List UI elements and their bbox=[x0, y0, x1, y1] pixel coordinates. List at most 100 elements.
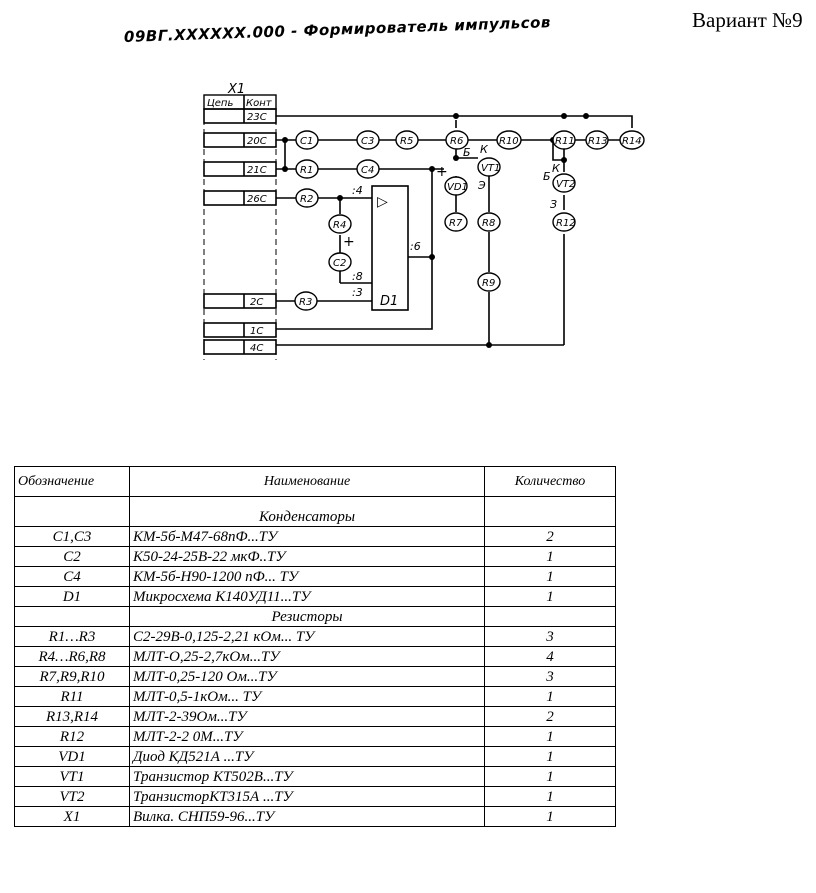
svg-text:R13: R13 bbox=[588, 136, 608, 147]
r11-symbol: R11 bbox=[552, 130, 576, 150]
svg-text:К: К bbox=[480, 143, 489, 156]
cell-quantity: 1 bbox=[484, 726, 616, 747]
svg-text:Э: Э bbox=[477, 179, 486, 192]
connector-header-circuit: Цепь bbox=[207, 98, 233, 109]
header-quantity: Количество bbox=[484, 466, 616, 497]
c4-symbol: С4 bbox=[356, 159, 380, 179]
cell-name: МЛТ-2-39Ом...ТУ bbox=[129, 706, 485, 727]
svg-text:R2: R2 bbox=[300, 194, 313, 205]
cell-quantity: 1 bbox=[484, 586, 616, 607]
cell-designator: R1…R3 bbox=[14, 626, 130, 647]
vd1-symbol: VD1 bbox=[444, 176, 468, 196]
svg-text:VD1: VD1 bbox=[447, 182, 468, 193]
svg-text:+: + bbox=[343, 234, 355, 250]
svg-text:VT2: VT2 bbox=[556, 179, 575, 190]
svg-text:С2: С2 bbox=[333, 258, 346, 269]
svg-text:R5: R5 bbox=[400, 136, 413, 147]
svg-text:С3: С3 bbox=[361, 136, 374, 147]
r8-symbol: R8 bbox=[477, 212, 501, 232]
r14-symbol: R14 bbox=[619, 130, 645, 150]
svg-text:R14: R14 bbox=[622, 136, 642, 147]
cell-designator bbox=[14, 606, 130, 627]
svg-text::6: :6 bbox=[410, 240, 421, 253]
svg-text::4: :4 bbox=[352, 184, 363, 197]
svg-text:Б: Б bbox=[463, 146, 471, 159]
table-header-row: Обозначение Наименование Количество bbox=[14, 466, 616, 497]
cell-designator: C1,C3 bbox=[14, 526, 130, 547]
contact-20c: 20С bbox=[203, 132, 277, 148]
svg-text:R9: R9 bbox=[482, 278, 495, 289]
cell-name: КМ-5б-Н90-1200 пФ... ТУ bbox=[129, 566, 485, 587]
svg-text:20С: 20С bbox=[247, 136, 267, 147]
cell-name: Транзистор КТ502В...ТУ bbox=[129, 766, 485, 787]
r12-symbol: R12 bbox=[552, 212, 576, 232]
cell-designator: R11 bbox=[14, 686, 130, 707]
cell-name bbox=[129, 496, 485, 507]
cell-quantity: 1 bbox=[484, 546, 616, 567]
svg-text:Б: Б bbox=[543, 170, 551, 183]
svg-text:С4: С4 bbox=[361, 165, 374, 176]
cell-quantity: 1 bbox=[484, 786, 616, 807]
r10-symbol: R10 bbox=[496, 130, 522, 150]
svg-text::3: :3 bbox=[352, 286, 363, 299]
r9-symbol: R9 bbox=[477, 272, 501, 292]
svg-text::8: :8 bbox=[352, 270, 363, 283]
cell-designator: D1 bbox=[14, 586, 130, 607]
cell-quantity: 2 bbox=[484, 706, 616, 727]
svg-text:4С: 4С bbox=[250, 343, 263, 354]
svg-text:▷: ▷ bbox=[377, 194, 388, 210]
r7-symbol: R7 bbox=[444, 212, 468, 232]
svg-text:R10: R10 bbox=[499, 136, 519, 147]
svg-text:26С: 26С bbox=[247, 194, 267, 205]
svg-text:К: К bbox=[552, 162, 561, 175]
cell-quantity: 1 bbox=[484, 806, 616, 827]
cell-designator: R4…R6,R8 bbox=[14, 646, 130, 667]
cell-designator: VD1 bbox=[14, 746, 130, 767]
cell-designator: VT1 bbox=[14, 766, 130, 787]
svg-text:З: З bbox=[550, 198, 557, 211]
svg-text:R12: R12 bbox=[556, 218, 576, 229]
c1-symbol: С1 bbox=[295, 130, 319, 150]
cell-name: МЛТ-0,5-1кОм... ТУ bbox=[129, 686, 485, 707]
cell-designator: X1 bbox=[14, 806, 130, 827]
cell-name: Микросхема К140УД11...ТУ bbox=[129, 586, 485, 607]
contact-4c: 4С bbox=[203, 339, 277, 355]
cell-name: МЛТ-2-2 0М...ТУ bbox=[129, 726, 485, 747]
c2-symbol: С2 bbox=[328, 252, 352, 272]
svg-text:R6: R6 bbox=[450, 136, 463, 147]
table-row bbox=[14, 496, 616, 507]
cell-name: К50-24-25В-22 мкФ..ТУ bbox=[129, 546, 485, 567]
variant-label: Вариант №9 bbox=[692, 8, 803, 32]
cell-quantity: 3 bbox=[484, 626, 616, 647]
cell-quantity: 4 bbox=[484, 646, 616, 667]
contact-23c: 23С bbox=[203, 108, 277, 124]
c3-symbol: С3 bbox=[356, 130, 380, 150]
cell-designator: R12 bbox=[14, 726, 130, 747]
cell-quantity: 1 bbox=[484, 686, 616, 707]
cell-name: КМ-5б-М47-68пФ...ТУ bbox=[129, 526, 485, 547]
cell-designator: R7,R9,R10 bbox=[14, 666, 130, 687]
vt1-symbol: VT1 bbox=[477, 157, 501, 177]
r4-symbol: R4 bbox=[328, 214, 352, 234]
connector-label: X1 bbox=[227, 82, 245, 97]
cell-name: ТранзисторКТ315А ...ТУ bbox=[129, 786, 485, 807]
svg-text:R1: R1 bbox=[300, 165, 313, 176]
svg-text:R7: R7 bbox=[449, 218, 463, 229]
vt2-symbol: VT2 bbox=[552, 173, 576, 193]
cell-quantity: 1 bbox=[484, 566, 616, 587]
cell-designator bbox=[14, 496, 130, 507]
r2-symbol: R2 bbox=[295, 188, 319, 208]
header-name: Наименование bbox=[129, 466, 485, 497]
contact-21c: 21С bbox=[203, 161, 277, 177]
cell-name: Диод КД521А ...ТУ bbox=[129, 746, 485, 767]
document-title: 09ВГ.XXXXXX.000 - Формирователь импульсо… bbox=[123, 13, 552, 46]
